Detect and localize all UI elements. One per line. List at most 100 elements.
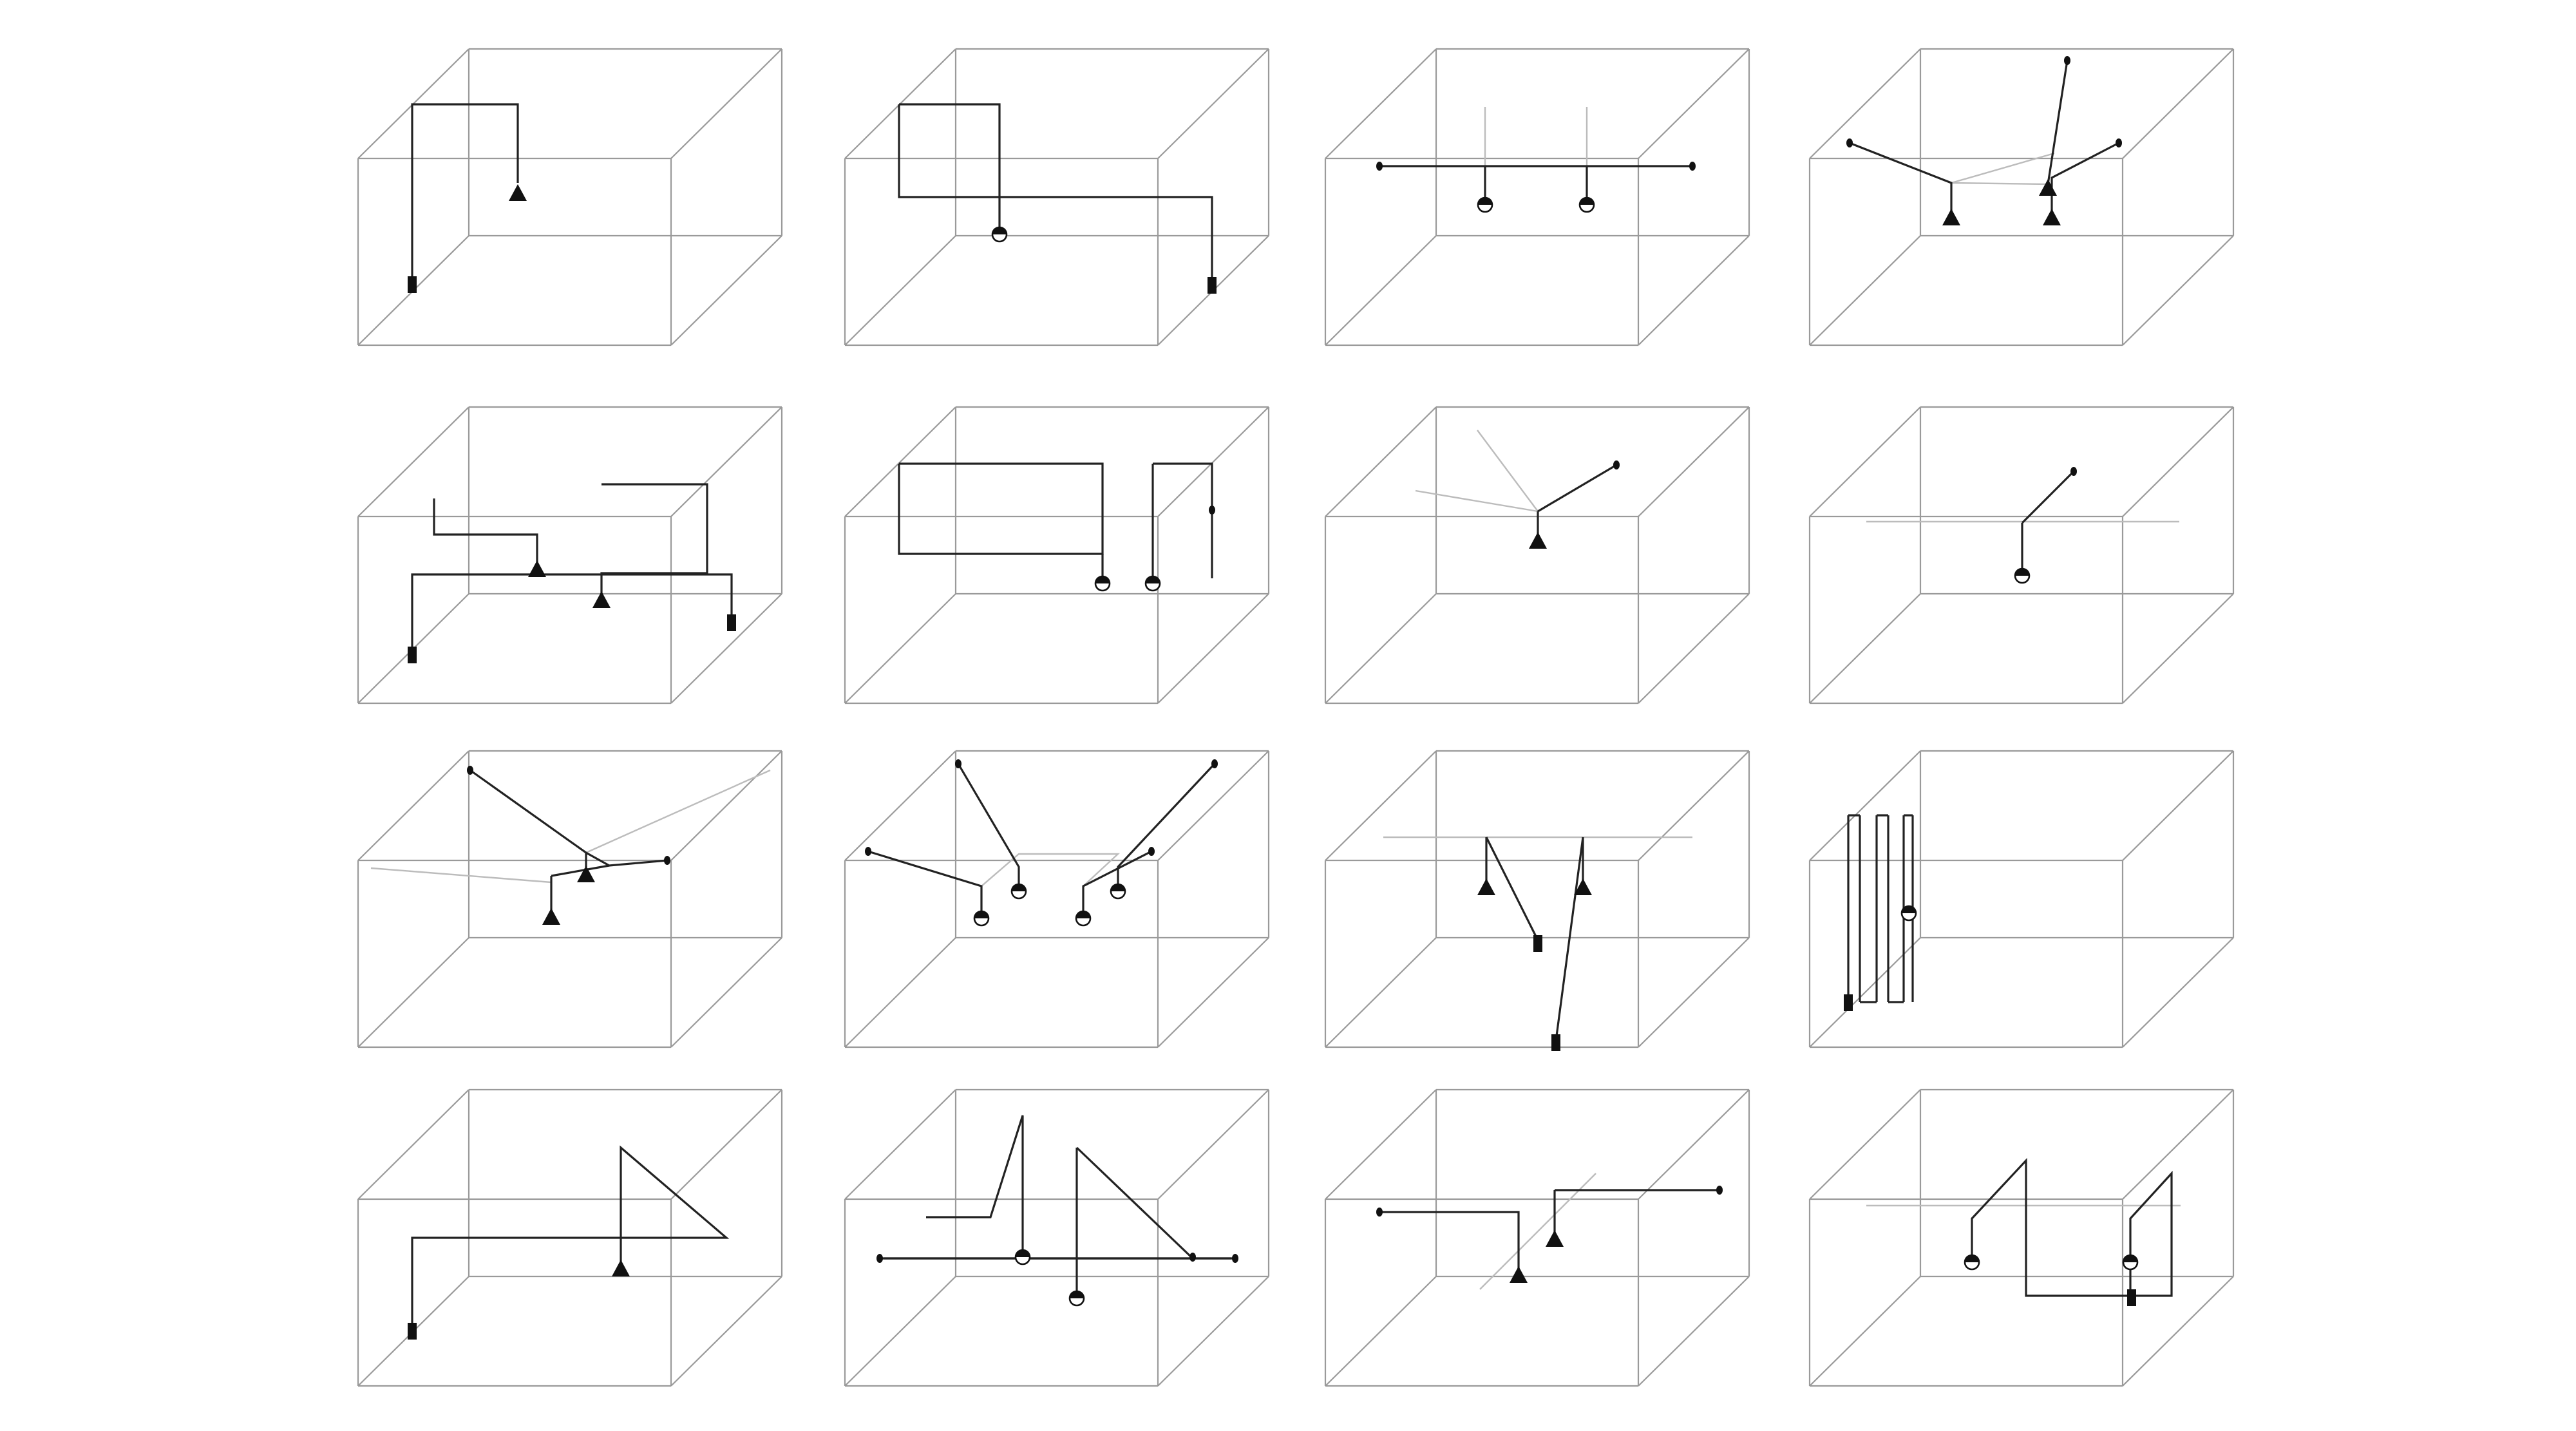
room-box xyxy=(844,1088,1270,1387)
globe-fill xyxy=(1016,1250,1030,1257)
box-edge xyxy=(2122,235,2234,346)
cylinder-lamp-icon xyxy=(408,647,417,663)
box-edge xyxy=(1157,593,1269,704)
box-edge xyxy=(844,750,956,861)
half-globe-lamp-icon xyxy=(1477,196,1493,213)
cone-lamp-icon xyxy=(509,184,527,201)
suspension-cable xyxy=(551,864,610,877)
globe-fill xyxy=(974,911,989,918)
box-edge xyxy=(2122,406,2234,517)
cone-lamp-icon xyxy=(1477,878,1495,895)
box-edge xyxy=(1809,235,1921,346)
box-edge xyxy=(670,48,782,159)
half-globe-lamp-icon xyxy=(991,226,1008,243)
suspension-cable xyxy=(2129,1170,2173,1297)
ceiling-anchor-icon xyxy=(865,847,871,856)
cone-lamp-icon xyxy=(592,591,611,608)
globe-fill xyxy=(1095,576,1110,583)
box-edge xyxy=(844,937,956,1048)
ceiling-anchor-icon xyxy=(1376,1208,1383,1217)
box-edge xyxy=(844,1089,956,1200)
globe-fill xyxy=(1965,1255,1979,1262)
ghost-cable xyxy=(1951,152,2055,184)
room-box xyxy=(1808,1088,2235,1387)
box-edge xyxy=(1809,937,1921,1048)
diagram-r3c3 xyxy=(1324,750,1750,1051)
room-box xyxy=(1808,750,2235,1048)
ghost-cable xyxy=(585,769,771,854)
globe-fill xyxy=(2015,569,2029,576)
diagram-r4c2 xyxy=(844,1088,1270,1387)
box-edge xyxy=(1638,937,1750,1048)
suspension-cable xyxy=(1082,850,1152,913)
room-box xyxy=(1808,48,2235,346)
half-globe-lamp-icon xyxy=(1110,883,1126,900)
globe-fill xyxy=(1012,884,1026,891)
globe-fill xyxy=(1146,576,1160,583)
diagram-r4c4 xyxy=(1808,1088,2235,1387)
half-globe-lamp-icon xyxy=(1014,1249,1031,1265)
suspension-cable xyxy=(1971,1157,2132,1297)
box-edge xyxy=(1157,406,1269,517)
cylinder-lamp-icon xyxy=(408,1323,417,1340)
globe-fill xyxy=(1076,911,1090,918)
ceiling-anchor-icon xyxy=(1613,460,1620,469)
cone-lamp-icon xyxy=(2043,209,2061,225)
half-globe-lamp-icon xyxy=(1010,883,1027,900)
diagram-r1c1 xyxy=(357,48,783,346)
room-box xyxy=(357,406,783,705)
box-edge xyxy=(1638,48,1750,159)
suspension-cable xyxy=(957,763,1020,886)
box-edge xyxy=(2122,1089,2234,1200)
box-edge xyxy=(357,750,469,861)
diagram-r2c1 xyxy=(357,406,783,705)
cylinder-lamp-icon xyxy=(2127,1289,2136,1306)
box-edge xyxy=(1325,937,1437,1048)
box-edge xyxy=(1809,406,1921,517)
suspension-cable xyxy=(1555,837,1584,1041)
box-edge xyxy=(670,406,782,517)
diagram-r3c4 xyxy=(1808,750,2235,1048)
cylinder-lamp-icon xyxy=(1551,1034,1560,1051)
box-edge xyxy=(357,406,469,517)
box-edge xyxy=(844,593,956,704)
suspension-cable xyxy=(600,483,708,596)
box-edge xyxy=(1638,750,1750,861)
suspension-cable xyxy=(898,104,1213,281)
cylinder-lamp-icon xyxy=(408,276,417,293)
box-edge xyxy=(1325,235,1437,346)
box-edge xyxy=(1325,48,1437,159)
box-edge xyxy=(1809,593,1921,704)
suspension-cable xyxy=(1537,464,1617,513)
suspension-cable xyxy=(867,850,983,913)
box-edge xyxy=(1809,1089,1921,1200)
globe-fill xyxy=(992,227,1007,234)
room-box xyxy=(1324,750,1750,1048)
globe-fill xyxy=(1478,198,1492,205)
suspension-cable xyxy=(411,573,733,653)
cone-lamp-icon xyxy=(1574,878,1592,895)
box-edge xyxy=(1157,937,1269,1048)
box-edge xyxy=(1809,750,1921,861)
ceiling-anchor-icon xyxy=(955,759,961,768)
box-edge xyxy=(1809,1276,1921,1387)
ghost-cable xyxy=(1415,489,1539,513)
box-edge xyxy=(1157,750,1269,861)
ceiling-anchor-icon xyxy=(2064,56,2070,65)
box-edge xyxy=(1325,593,1437,704)
box-edge xyxy=(2122,593,2234,704)
box-edge xyxy=(844,235,956,346)
ceiling-anchor-icon xyxy=(1846,138,1853,147)
box-edge xyxy=(1638,1276,1750,1387)
ceiling-anchor-icon xyxy=(1189,1253,1196,1262)
box-edge xyxy=(1638,593,1750,704)
suspension-cable xyxy=(1117,763,1216,886)
suspension-cable xyxy=(411,1145,730,1328)
ceiling-anchor-icon xyxy=(467,766,473,775)
ghost-cable xyxy=(1951,182,2049,185)
diagram-r4c3 xyxy=(1324,1088,1750,1387)
suspension-cable xyxy=(433,498,538,564)
suspension-cable xyxy=(926,1115,1024,1244)
suspension-cable xyxy=(1485,837,1539,941)
diagram-r2c2 xyxy=(844,406,1270,705)
